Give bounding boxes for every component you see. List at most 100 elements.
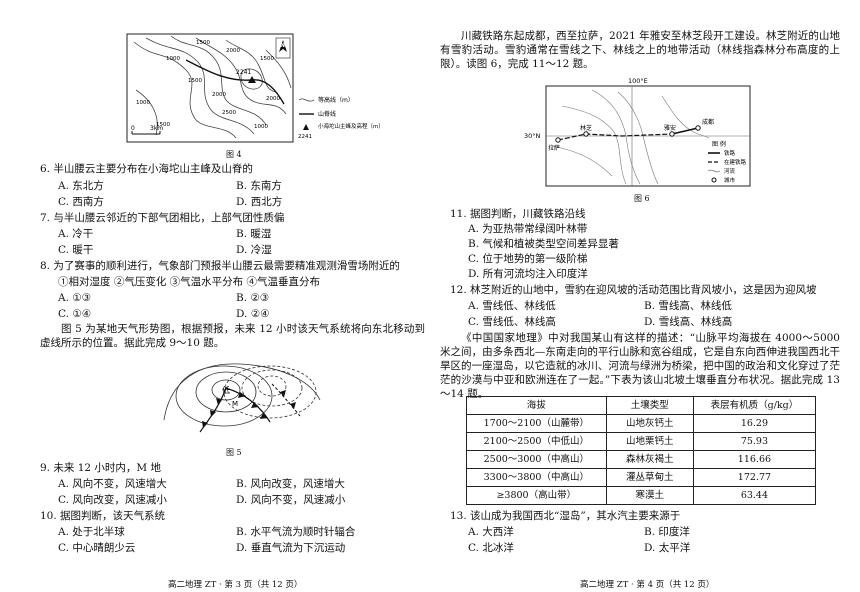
svg-text:2000: 2000	[266, 96, 280, 102]
question-9-option-c[interactable]: C. 风向改变，风速减小	[58, 494, 167, 506]
question-8-option-d[interactable]: D. ②④	[236, 308, 270, 320]
low-pressure-label: 低	[222, 385, 230, 395]
question-12-option-d[interactable]: D. 雪线高、林线高	[644, 316, 733, 328]
svg-text:1500: 1500	[196, 40, 210, 46]
figure-6-railway-map: 100°E 30°N 拉萨 林芝 雅安 成都 图 例 铁路 在建铁路	[524, 77, 751, 187]
question-6-stem: 6. 半山腰云主要分布在小海坨山主峰及山脊的	[40, 163, 253, 175]
question-7-option-c[interactable]: C. 暖干	[58, 244, 94, 256]
figure-4-legend: 等高线（m） 山脊线 2241 小海坨山主峰及高程（m）	[298, 96, 384, 140]
question-13-option-c[interactable]: C. 北冰洋	[468, 542, 514, 554]
railway-built	[671, 127, 699, 135]
question-9-option-d[interactable]: D. 风向不变，风速减小	[236, 494, 346, 506]
city-dot	[669, 131, 675, 137]
city-label-lhasa: 拉萨	[548, 144, 560, 152]
figure-6-caption: 图 6	[634, 194, 650, 203]
cold-front	[199, 387, 227, 433]
question-7-option-a[interactable]: A. 冷干	[58, 228, 94, 240]
soil-distribution-table: 海拔 土壤类型 表层有机质（g/kg） 1700～2100（山麓带） 山地灰钙土…	[466, 396, 817, 505]
table-header: 土壤类型	[605, 396, 694, 415]
table-header-row: 海拔 土壤类型 表层有机质（g/kg）	[466, 396, 817, 415]
question-10-stem: 10. 据图判断，该天气系统	[40, 510, 166, 522]
table-row: 1700～2100（山麓带） 山地灰钙土 16.29	[466, 414, 817, 433]
figure-6-legend: 图 例 铁路 在建铁路 河流 城市	[706, 138, 748, 184]
svg-text:2000: 2000	[226, 48, 240, 54]
svg-text:铁路: 铁路	[724, 149, 736, 157]
forecast-fronts	[271, 383, 301, 417]
question-10-option-c[interactable]: C. 中心晴朗少云	[58, 542, 136, 554]
svg-text:2500: 2500	[222, 110, 236, 116]
railway-under-construction	[557, 133, 673, 141]
question-8-option-b[interactable]: B. ②③	[236, 292, 270, 304]
question-7-option-d[interactable]: D. 冷湿	[236, 244, 272, 256]
svg-text:1500: 1500	[260, 56, 274, 62]
question-8-option-a[interactable]: A. ①③	[58, 292, 92, 304]
latitude-label: 30°N	[524, 132, 541, 140]
question-9-stem: 9. 未来 12 小时内，M 地	[40, 462, 161, 474]
warm-front	[225, 387, 271, 423]
question-12-option-a[interactable]: A. 雪线低、林线低	[468, 300, 556, 312]
question-11-option-b[interactable]: B. 气候和植被类型空间差异显著	[468, 238, 619, 250]
figure-5-caption: 图 5	[226, 448, 242, 457]
question-9-option-a[interactable]: A. 风向不变，风速增大	[58, 478, 167, 490]
question-11-option-d[interactable]: D. 所有河流均注入印度洋	[468, 268, 588, 280]
question-10-option-d[interactable]: D. 垂直气流为下沉运动	[236, 542, 346, 554]
svg-text:山脊线: 山脊线	[318, 110, 336, 118]
contour-lines	[133, 35, 292, 139]
question-11-stem: 11. 据图判断，川藏铁路沿线	[450, 208, 586, 220]
svg-text:河流: 河流	[724, 167, 736, 175]
question-10-option-a[interactable]: A. 处于北半球	[58, 526, 125, 538]
city-dot	[555, 137, 561, 143]
svg-text:图 例: 图 例	[712, 140, 726, 148]
footer-page-3: 高二地理 ZT · 第 3 页（共 12 页）	[168, 580, 303, 590]
city-label-nyingchi: 林芝	[580, 124, 592, 132]
svg-text:3km: 3km	[150, 125, 163, 132]
north-arrow-icon	[279, 40, 287, 52]
question-6-option-b[interactable]: B. 东南方	[236, 180, 282, 192]
question-6-option-c[interactable]: C. 西南方	[58, 196, 104, 208]
question-13-option-d[interactable]: D. 太平洋	[644, 542, 691, 554]
question-6-option-d[interactable]: D. 西北方	[236, 196, 283, 208]
city-dot	[583, 131, 589, 137]
city-label-yaan: 雅安	[664, 124, 676, 132]
city-label-chengdu: 成都	[702, 118, 714, 126]
svg-text:2000: 2000	[212, 92, 226, 98]
question-12-option-c[interactable]: C. 雪线低、林线高	[468, 316, 556, 328]
svg-text:0: 0	[131, 125, 135, 132]
table-row: ≥3800（高山带） 寒漠土 63.44	[466, 486, 817, 505]
question-13-stem: 13. 该山成为我国西北“湿岛”，其水汽主要来源于	[450, 510, 681, 522]
svg-text:N: N	[280, 42, 285, 49]
svg-text:1000: 1000	[254, 124, 268, 130]
longitude-label: 100°E	[628, 77, 648, 85]
map-frame	[126, 33, 294, 143]
table-header: 海拔	[466, 396, 607, 415]
question-7-stem: 7. 与半山腰云邻近的下部气团相比，上部气团性质偏	[40, 212, 285, 224]
peak-legend-icon	[303, 124, 309, 130]
question-9-option-b[interactable]: B. 风向改变，风速增大	[236, 478, 345, 490]
question-10-option-b[interactable]: B. 水平气流为顺时针辐合	[236, 526, 356, 538]
table-row: 3300～3800（中高山） 灌丛草甸土 172.77	[466, 468, 817, 487]
peak-triangle	[248, 76, 256, 83]
figure-5-weather-map: 低 M	[163, 363, 321, 433]
forecast-isobars	[223, 365, 317, 419]
question-11-option-c[interactable]: C. 位于地势的第一级阶梯	[468, 253, 588, 265]
svg-text:在建铁路: 在建铁路	[724, 158, 747, 166]
figure-4-contour-map: 2241 1000 1500 2000 1500 2000 1500 1000 …	[126, 33, 384, 143]
intro-questions-9-10: 图 5 为某地天气形势图，根据预报，未来 12 小时该天气系统将向东北移动到虚线…	[40, 323, 425, 349]
question-8-items: ①相对湿度 ②气压变化 ③气温水平分布 ④气温垂直分布	[58, 276, 321, 288]
question-13-option-a[interactable]: A. 大西洋	[468, 526, 514, 538]
svg-text:等高线（m）: 等高线（m）	[318, 96, 354, 104]
figure-4-caption: 图 4	[226, 150, 242, 159]
question-11-option-a[interactable]: A. 为亚热带常绿阔叶林带	[468, 223, 588, 235]
question-7-option-b[interactable]: B. 暖湿	[236, 228, 272, 240]
question-6-option-a[interactable]: A. 东北方	[58, 180, 104, 192]
intro-questions-11-12: 川藏铁路东起成都，西至拉萨，2021 年雅安至林芝段开工建设。林芝附近的山地有雪…	[440, 30, 840, 70]
question-12-option-b[interactable]: B. 雪线高、林线低	[644, 300, 732, 312]
question-13-option-b[interactable]: B. 印度洋	[644, 526, 690, 538]
question-12-stem: 12. 林芝附近的山地中，雪豹在迎风坡的活动范围比背风坡小，这是因为迎风坡	[450, 284, 817, 296]
intro-questions-13-14: 《中国国家地理》中对我国某山有这样的描述：“山脉平均海拔在 4000～5000 …	[440, 332, 840, 400]
isobars	[163, 363, 321, 427]
question-8-option-c[interactable]: C. ①④	[58, 308, 92, 320]
rivers	[551, 89, 749, 185]
svg-text:1500: 1500	[188, 78, 202, 84]
peak-elevation: 2241	[236, 69, 251, 76]
